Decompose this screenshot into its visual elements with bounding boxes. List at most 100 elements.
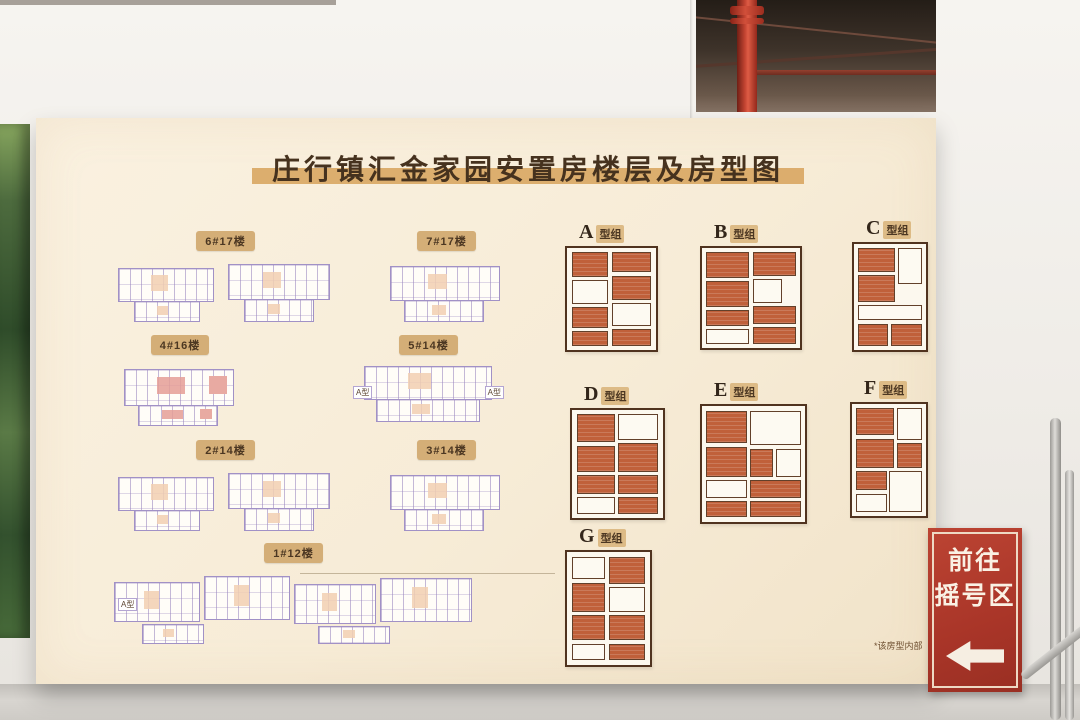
plan-room [608,556,646,584]
floorplate-wing [118,477,214,511]
unit-suffix: 型组 [730,225,759,243]
floorplate-wing [204,576,290,620]
plan-room [572,279,608,305]
railing-bar [1065,470,1074,720]
unit-floorplan-e [700,404,807,524]
plan-room [750,410,801,446]
left-arrow-icon [946,641,1004,671]
floorplate-wing [118,268,214,302]
plan-room [705,310,750,326]
unit-type-label: A 型组 [579,222,658,243]
plan-room [706,501,748,518]
unit-floorplan-g [565,550,652,667]
unit-letter: A [579,221,594,243]
board-title-wrap: 庄行镇汇金家园安置房楼层及房型图 [120,148,936,188]
building-label: 6#17楼 [196,231,255,251]
lottery-sign: 前往 摇号区 [928,528,1022,692]
plan-room [572,330,608,346]
pipe-branch-icon [757,70,936,75]
plan-room [706,480,748,498]
plan-room [857,323,888,346]
plan-room [576,474,615,495]
ceiling-recess [696,0,936,112]
unit-type-g: G 型组 [565,526,652,667]
unit-type-b: B 型组 [700,222,802,350]
board-title: 庄行镇汇金家园安置房楼层及房型图 [271,154,784,185]
plan-room [705,281,750,307]
plan-room [576,414,615,443]
unit-floorplan-b [700,246,802,350]
plan-room [611,328,651,346]
unit-type-a: A 型组 [565,222,658,352]
unit-letter: E [714,379,728,401]
fire-pipe-icon [737,0,757,112]
unit-suffix: 型组 [596,225,625,243]
unit-type-d: D 型组 [570,384,665,520]
building-4-16: 4#16楼 [122,335,238,433]
plan-room [571,582,606,612]
plan-room [618,497,659,514]
plan-room [750,480,801,498]
title-highlight-bar [252,168,804,184]
unit-floorplan-d [570,408,665,520]
floorplate-wing [404,509,484,531]
plan-room [855,493,887,512]
building-7-17: 7#17楼 [388,231,505,330]
plan-room [897,248,923,285]
building-label: 2#14楼 [196,440,255,460]
plan-room [776,448,801,477]
unit-letter: C [866,217,881,239]
unit-type-c: C 型组 [852,218,928,352]
unit-type-f: F 型组 [850,378,928,518]
floorplate-wing [138,405,218,426]
railing-bar [1050,418,1061,720]
ceiling-beam-shadow [0,0,336,5]
plan-room [611,252,651,273]
plan-room [705,252,750,278]
wall-corner-line [690,0,693,118]
plan-room [857,248,896,272]
plan-room [857,274,896,303]
floorplate-wing [228,264,330,300]
plan-room [572,252,608,277]
building-2-14: 2#14楼 [118,440,333,539]
floorplan-board: 庄行镇汇金家园安置房楼层及房型图 6#17楼 7#17楼 4#16楼 [36,118,936,684]
plan-room [750,501,801,518]
floorplate-wing [364,366,492,400]
floorplate-wing [124,369,234,406]
plan-room [571,615,606,641]
plan-room [752,279,783,303]
building-5-14: 5#14楼 A型 A型 [352,335,505,430]
building-floorplate: A型 [112,568,555,653]
unit-type-label: B 型组 [714,222,802,243]
building-label: 4#16楼 [150,335,210,355]
plan-room [752,306,797,324]
plan-room [857,305,923,321]
plan-room [618,414,659,441]
footnote: *该房型内部 [874,641,923,651]
unit-letter: B [714,221,728,243]
plan-room [897,443,923,468]
unit-type-label: E 型组 [714,380,807,401]
unit-suffix: 型组 [883,221,912,239]
unit-letter: D [584,383,599,405]
sign-line-1: 前往 [947,547,1002,575]
plan-room [571,643,606,661]
pipe-flange-icon [730,6,764,15]
unit-end-tag: A型 [118,598,138,611]
plan-room [571,556,606,580]
building-floorplate [388,465,505,539]
unit-type-label: D 型组 [584,384,665,405]
plan-room [618,474,659,495]
unit-type-label: F 型组 [864,378,928,399]
building-1-12: 1#12楼 A型 [112,543,555,653]
floorplate-wing [390,475,500,510]
plan-room [752,252,797,276]
floorplate-wing [228,473,330,509]
plan-room [618,443,659,472]
unit-letter: G [579,525,595,547]
building-label: 1#12楼 [264,543,323,563]
unit-floorplan-c [852,242,928,352]
floorplate-wing [134,301,200,322]
unit-type-label: C 型组 [866,218,928,239]
